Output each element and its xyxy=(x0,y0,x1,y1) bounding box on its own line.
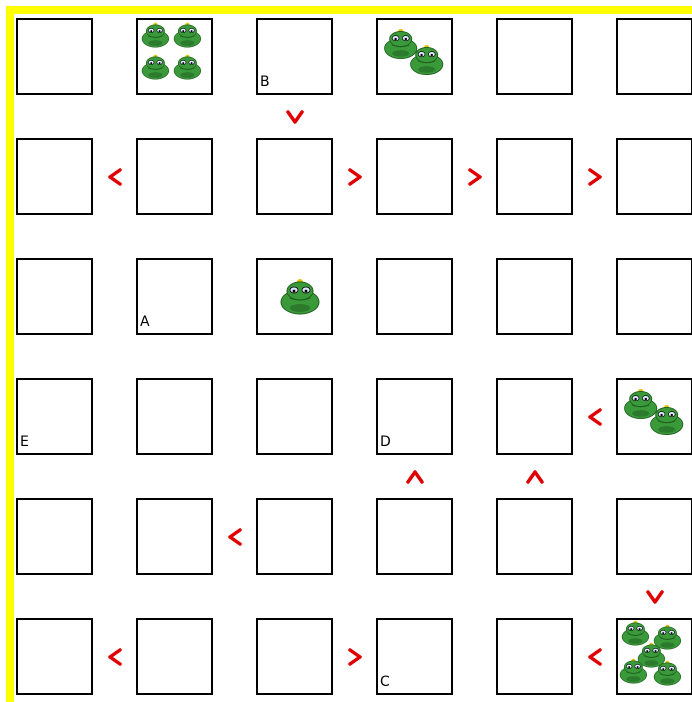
board-cell[interactable] xyxy=(616,138,692,215)
board-cell[interactable] xyxy=(376,258,453,335)
frog-icon xyxy=(140,22,171,49)
frog-icon xyxy=(172,54,203,81)
board-cell[interactable] xyxy=(136,18,213,95)
board-cell[interactable] xyxy=(16,18,93,95)
board-border-top xyxy=(6,6,692,14)
board-cell[interactable] xyxy=(16,618,93,695)
board-cell[interactable] xyxy=(496,378,573,455)
arrow-left-icon xyxy=(104,166,126,188)
arrow-up-icon xyxy=(524,466,546,488)
board-cell[interactable] xyxy=(16,138,93,215)
cell-label-a: A xyxy=(140,315,150,329)
frog-icon xyxy=(652,660,683,687)
arrow-left-icon xyxy=(104,646,126,668)
board-border-left xyxy=(6,6,14,702)
board-cell[interactable] xyxy=(256,138,333,215)
arrow-right-icon xyxy=(344,166,366,188)
board-cell[interactable] xyxy=(376,138,453,215)
board-cell[interactable] xyxy=(496,138,573,215)
cell-label-e: E xyxy=(20,435,29,449)
arrow-right-icon xyxy=(584,166,606,188)
frog-icon xyxy=(648,404,685,436)
board-cell[interactable] xyxy=(496,18,573,95)
board-cell[interactable] xyxy=(136,138,213,215)
frog-icon xyxy=(140,54,171,81)
board-cell[interactable] xyxy=(616,618,692,695)
board-cell[interactable] xyxy=(496,498,573,575)
board-cell[interactable] xyxy=(496,618,573,695)
board-cell[interactable] xyxy=(616,18,692,95)
board-cell[interactable] xyxy=(136,378,213,455)
board-cell[interactable] xyxy=(136,618,213,695)
arrow-down-icon xyxy=(644,586,666,608)
board-cell[interactable] xyxy=(376,498,453,575)
board-cell[interactable] xyxy=(16,498,93,575)
board-cell[interactable] xyxy=(136,498,213,575)
board-cell[interactable] xyxy=(256,378,333,455)
board-cell[interactable] xyxy=(496,258,573,335)
frog-icon xyxy=(278,278,322,316)
arrow-right-icon xyxy=(344,646,366,668)
arrow-left-icon xyxy=(584,646,606,668)
cell-label-d: D xyxy=(380,435,391,449)
frog-icon xyxy=(408,44,445,76)
board-cell[interactable] xyxy=(256,498,333,575)
frog-icon xyxy=(172,22,203,49)
cell-label-c: C xyxy=(380,675,390,689)
arrow-up-icon xyxy=(404,466,426,488)
board-cell[interactable] xyxy=(16,258,93,335)
board-cell[interactable] xyxy=(256,258,333,335)
board-cell[interactable] xyxy=(616,378,692,455)
arrow-left-icon xyxy=(584,406,606,428)
arrow-right-icon xyxy=(464,166,486,188)
arrow-left-icon xyxy=(224,526,246,548)
board-cell[interactable] xyxy=(616,258,692,335)
cell-label-b: B xyxy=(260,75,270,89)
board-cell[interactable] xyxy=(616,498,692,575)
board-cell[interactable] xyxy=(376,18,453,95)
frog-icon xyxy=(618,658,649,685)
arrow-down-icon xyxy=(284,106,306,128)
board-cell[interactable] xyxy=(256,618,333,695)
